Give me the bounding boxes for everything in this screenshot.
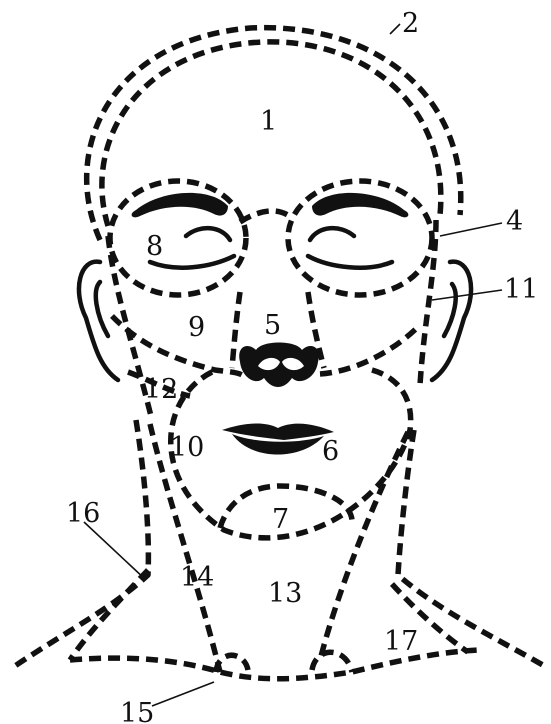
suprasternal-notch-left — [312, 652, 352, 672]
label-region-9: 9 — [188, 312, 205, 343]
label-region-17: 17 — [384, 626, 418, 657]
mouth-shape — [222, 424, 334, 455]
label-region-14: 14 — [180, 562, 214, 593]
eye-left-lash — [308, 256, 392, 268]
label-region-2: 2 — [402, 8, 419, 39]
nose-shape — [239, 343, 319, 388]
label-region-15: 15 — [120, 698, 154, 724]
neck-posterior-right — [70, 570, 148, 660]
label-region-12: 12 — [144, 374, 178, 405]
neck-regions — [12, 420, 548, 679]
eye-right-lid — [186, 228, 230, 240]
label-region-7: 7 — [272, 504, 289, 535]
label-region-1: 1 — [260, 106, 277, 137]
neck-right-outer — [12, 420, 148, 668]
eyebrow-right — [132, 193, 228, 217]
label-region-4: 4 — [506, 206, 523, 237]
label-region-11: 11 — [504, 274, 538, 305]
eye-left-lid — [310, 228, 354, 240]
nose-region-left-line — [232, 292, 240, 368]
label-region-8: 8 — [146, 231, 163, 262]
temple-left — [420, 220, 436, 385]
neck-left-outer — [398, 430, 548, 668]
label-region-10: 10 — [170, 432, 204, 463]
leader-4 — [440, 223, 502, 236]
jaw-line — [171, 370, 411, 538]
leader-16 — [84, 522, 146, 580]
eyebrow-left — [312, 193, 408, 217]
cheek-left-lower — [320, 325, 420, 374]
ear-left-inner — [444, 284, 456, 336]
label-region-13: 13 — [268, 578, 302, 609]
ear-right-inner — [96, 282, 108, 336]
leader-11 — [432, 290, 502, 300]
leader-2 — [390, 24, 400, 34]
label-region-6: 6 — [322, 436, 339, 467]
label-region-5: 5 — [264, 310, 281, 341]
label-region-16: 16 — [66, 498, 100, 529]
nose-bridge-link — [240, 211, 292, 222]
leader-15 — [152, 682, 214, 706]
cheek-right-lower — [112, 316, 244, 376]
